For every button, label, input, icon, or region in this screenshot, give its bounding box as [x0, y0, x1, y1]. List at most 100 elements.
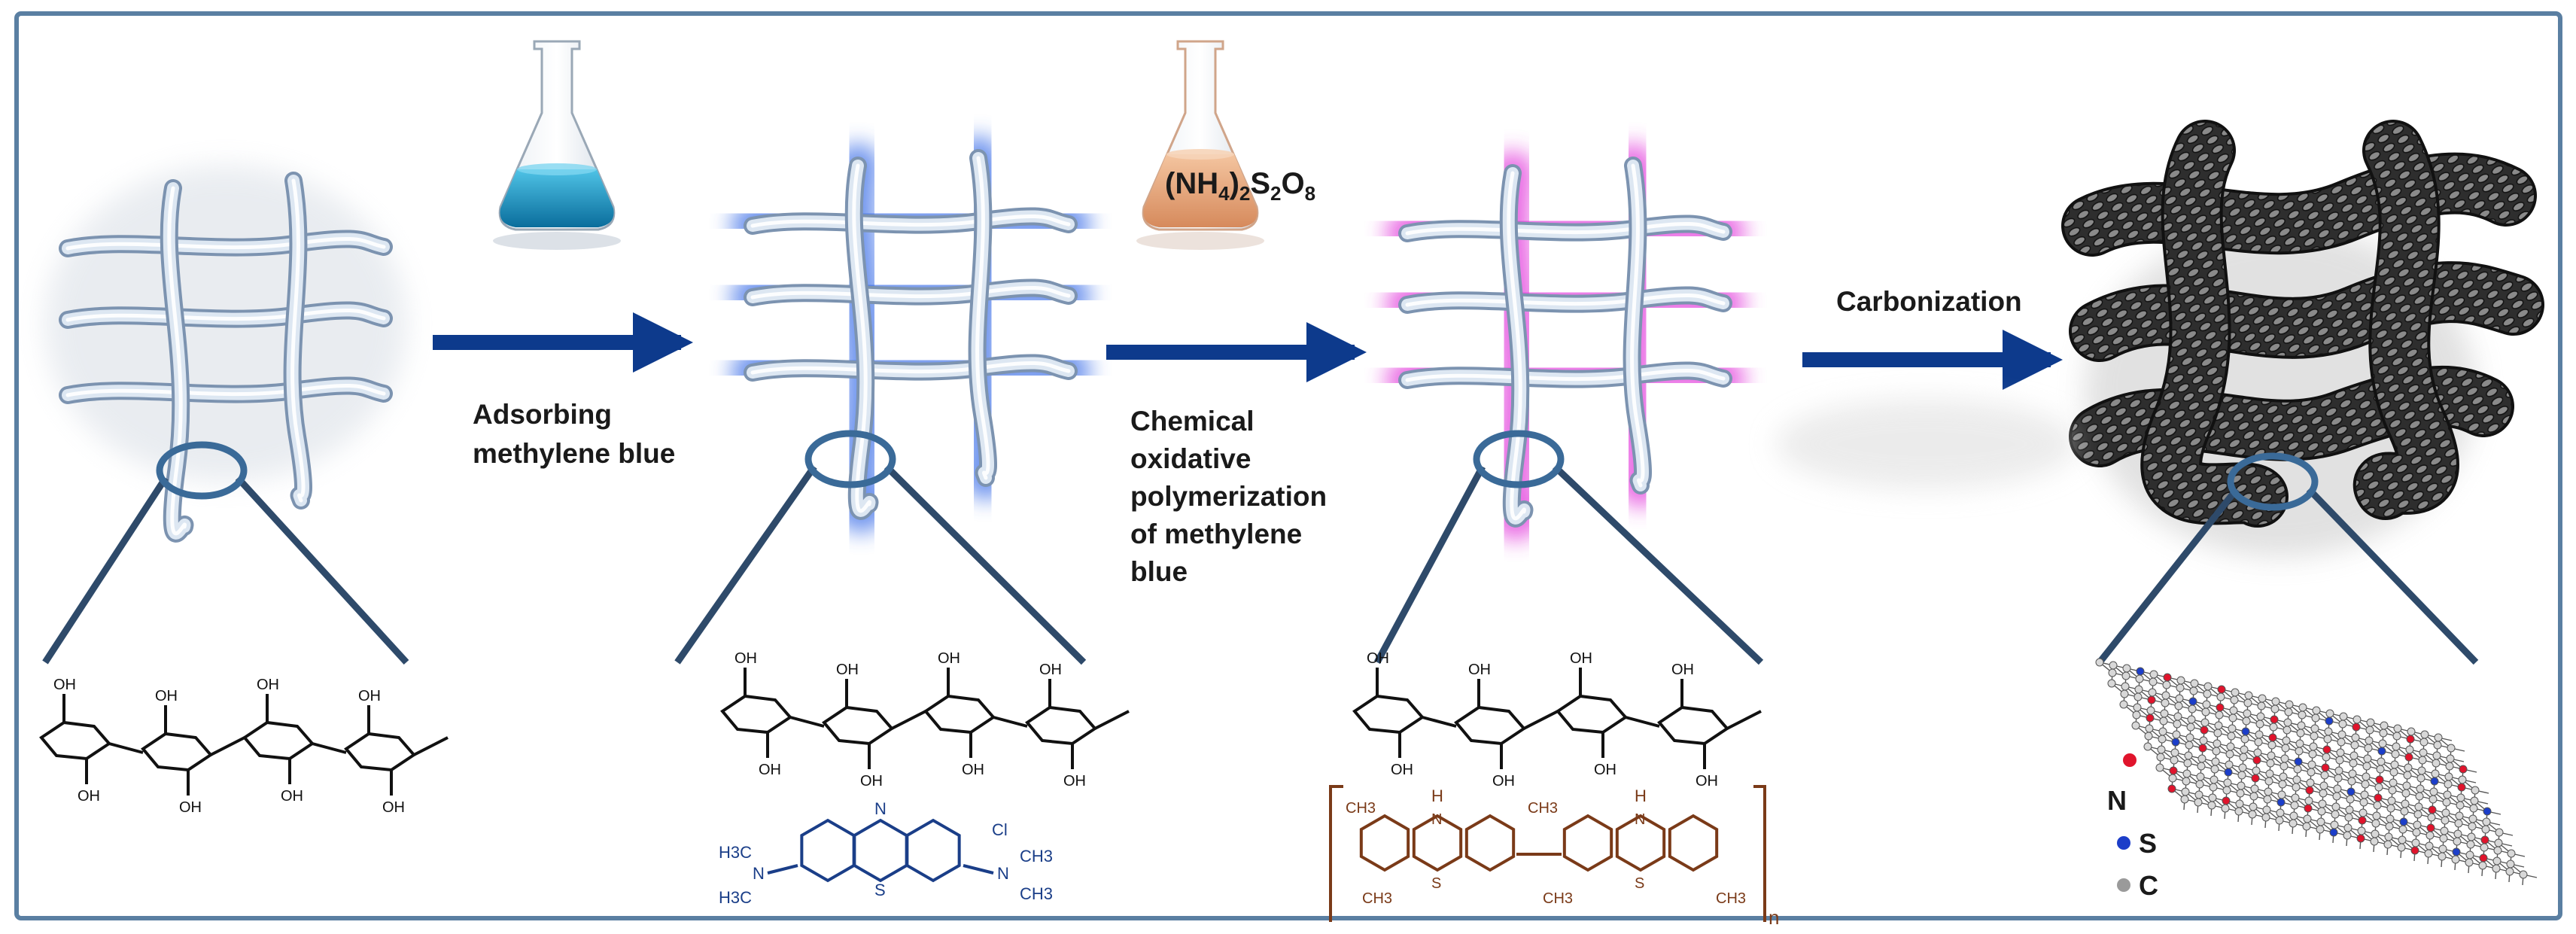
- orange-flask: [1136, 40, 1264, 250]
- carbon-atom: [2226, 742, 2235, 751]
- carbon-atom: [2365, 736, 2374, 745]
- carbon-atom: [2310, 724, 2319, 733]
- oh-label: OH: [1367, 650, 1389, 667]
- carbon-atom: [2242, 716, 2251, 726]
- nitrogen-atom: [2404, 753, 2413, 762]
- magnifier-line-right: [2306, 486, 2479, 665]
- carbon-atom: [2317, 807, 2326, 816]
- carbon-atom: [2157, 745, 2166, 754]
- glucose-ring: [1352, 694, 1425, 735]
- carbon-atom: [2416, 784, 2425, 793]
- magnifier-lens: [804, 430, 896, 488]
- carbon-atom: [2386, 814, 2395, 823]
- carbon-atom: [2429, 787, 2438, 796]
- cellulose-fiber-mesh: [45, 166, 406, 543]
- carbon-atom: [2416, 774, 2425, 783]
- step3-label: Carbonization: [1836, 286, 2022, 317]
- carbon-atom: [2405, 745, 2414, 754]
- carbon-atom: [2212, 747, 2221, 756]
- carbon-atom: [2309, 742, 2318, 751]
- carbon-atom: [2209, 783, 2218, 792]
- carbon-atom: [2388, 786, 2397, 795]
- oh-label: OH: [1391, 762, 1413, 778]
- n-label: N: [997, 864, 1009, 883]
- oh-label: OH: [1063, 773, 1086, 789]
- carbon-atom: [2210, 765, 2219, 774]
- carbon-atom: [2371, 829, 2380, 838]
- carbon-atom: [2291, 793, 2300, 802]
- nitrogen-atom: [2200, 726, 2209, 735]
- carbon-atom: [2229, 706, 2238, 715]
- carbon-atom: [2362, 762, 2371, 771]
- carbon-atom: [2201, 707, 2210, 716]
- glycosidic-bond: [993, 716, 1028, 728]
- carbon-atom: [2255, 730, 2264, 739]
- nitrogen-atom: [2375, 775, 2384, 784]
- carbon-atom: [2244, 691, 2253, 700]
- carbon-atom: [2181, 787, 2190, 796]
- carbon-atom: [2412, 828, 2421, 837]
- repeat-n-label: n: [1769, 906, 1779, 929]
- polymer-bracket: [1753, 785, 1766, 922]
- nitrogen-atom: [2217, 685, 2226, 694]
- carbon-atom: [2519, 870, 2528, 879]
- carbon-atom: [2278, 780, 2287, 789]
- carbon-atom: [2238, 763, 2247, 772]
- nitrogen-atom: [2167, 784, 2176, 793]
- glycosidic-bond: [413, 736, 449, 756]
- carbon-band: [2064, 155, 2534, 254]
- mb-ring: [905, 818, 961, 883]
- carbon-atom: [2418, 756, 2427, 765]
- carbon-atom: [2235, 799, 2244, 808]
- carbon-atom: [2149, 670, 2158, 679]
- carbon-atom: [2184, 751, 2193, 760]
- carbon-atom: [2252, 766, 2261, 775]
- carbon-atom: [2159, 716, 2168, 726]
- carbon-atom: [2158, 727, 2167, 736]
- carbon-atom: [2174, 701, 2183, 710]
- carbon-atom: [2343, 823, 2352, 832]
- nitrogen-atom: [2480, 835, 2489, 844]
- carbon-atom: [2243, 709, 2252, 718]
- carbon-atom: [2119, 700, 2128, 709]
- ch3-label: CH3: [1362, 890, 1392, 907]
- carbon-atom: [2319, 781, 2328, 790]
- carbon-atom: [2470, 796, 2479, 805]
- carbon-atom: [2161, 691, 2170, 700]
- carbon-atom: [2225, 750, 2234, 759]
- sulfur-atom: [2346, 787, 2356, 796]
- legend-dot-n: [2123, 753, 2137, 767]
- carbon-atom: [2281, 744, 2290, 753]
- s-label: S: [1431, 875, 1441, 892]
- oh-label: OH: [53, 677, 76, 693]
- legend-dot-s: [2117, 836, 2130, 850]
- oh-label: OH: [1696, 773, 1718, 789]
- carbon-atom: [2295, 739, 2304, 748]
- carbon-atom: [2250, 784, 2259, 793]
- carbon-atom: [2377, 757, 2386, 766]
- carbon-atom: [2302, 822, 2311, 831]
- carbon-atom: [2170, 756, 2179, 765]
- carbon-atom: [2182, 777, 2191, 786]
- ch3-label: CH3: [1020, 884, 1053, 903]
- legend-dots: [2117, 753, 2137, 892]
- carbon-atom: [2441, 808, 2450, 817]
- carbon-atom: [2108, 668, 2117, 677]
- nitrogen-atom: [2268, 733, 2277, 742]
- carbon-atom: [2389, 768, 2398, 777]
- carbon-atom: [2506, 859, 2515, 869]
- carbon-atom: [2471, 786, 2480, 795]
- carbon-atom: [2222, 786, 2231, 795]
- carbon-atom: [2352, 715, 2362, 724]
- cl-label: Cl: [992, 820, 1008, 839]
- carbon-atom: [2236, 789, 2245, 798]
- carbon-atom: [2425, 831, 2435, 840]
- oh-label: OH: [281, 788, 303, 805]
- carbon-atom: [2207, 801, 2216, 810]
- carbon-atom: [2419, 748, 2428, 757]
- carbon-atom: [2279, 762, 2289, 771]
- fiber-highlight: [65, 237, 386, 251]
- carbon-atom: [2221, 804, 2230, 813]
- carbon-atom: [2180, 795, 2189, 804]
- magnifier-lines: [42, 430, 2479, 665]
